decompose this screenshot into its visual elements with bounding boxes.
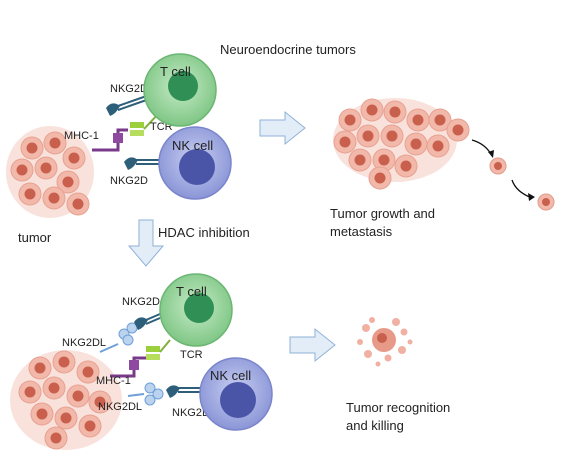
mhc-molecule-top [92, 128, 128, 152]
nkg2d-label-t-top: NKG2D [110, 83, 148, 95]
tcr-label-bottom: TCR [180, 349, 203, 361]
right-arrow-top [259, 110, 306, 146]
escaped-cell-2 [537, 193, 555, 211]
nk-cell-bottom [199, 357, 273, 431]
t-cell-label-top: T cell [160, 64, 191, 79]
mhc-molecule-bottom [110, 356, 146, 378]
nk-cell-label-top: NK cell [172, 138, 213, 153]
tumor-cluster-top [6, 126, 94, 218]
outcome-bottom-line2: and killing [346, 418, 404, 433]
nkg2d-receptor-nk-bottom [166, 385, 202, 398]
down-arrow [127, 219, 165, 267]
escape-arrowhead-1 [488, 150, 494, 158]
tumor-cluster-bottom [10, 350, 122, 450]
nkg2dl-label-bottom: NKG2DL [98, 401, 142, 413]
mhc-label-top: MHC-1 [64, 130, 99, 142]
metastasis-cluster [333, 98, 470, 190]
tcr-receptor-bottom [146, 339, 171, 360]
t-cell-label-bottom: T cell [176, 284, 207, 299]
escape-arrowhead-2 [528, 193, 535, 201]
outcome-top-line2: metastasis [330, 224, 393, 239]
nkg2dl-ligand-top [99, 322, 138, 353]
t-cell-top [143, 53, 217, 127]
outcome-top-line1: Tumor growth and [330, 206, 435, 221]
hdac-label: HDAC inhibition [158, 225, 250, 240]
nkg2d-label-nk-bottom: NKG2D [172, 407, 210, 419]
nkg2d-receptor-t-bottom [134, 313, 161, 330]
nkg2dl-label-top: NKG2DL [62, 337, 106, 349]
nk-cell-top [158, 126, 232, 200]
title: Neuroendocrine tumors [220, 42, 356, 57]
tumor-label: tumor [18, 230, 52, 245]
outcome-bottom-line1: Tumor recognition [346, 400, 450, 415]
nkg2d-label-nk-top: NKG2D [110, 175, 148, 187]
right-arrow-bottom [289, 327, 336, 363]
mhc-label-bottom: MHC-1 [96, 375, 131, 387]
escape-arrow-1 [471, 139, 493, 157]
t-cell-bottom [159, 273, 233, 347]
escaped-cell-1 [489, 157, 507, 175]
nk-cell-label-bottom: NK cell [210, 368, 251, 383]
nkg2dl-ligand-bottom [127, 382, 164, 406]
nkg2d-label-t-bottom: NKG2D [122, 296, 160, 308]
dying-tumor-cell [357, 317, 413, 367]
